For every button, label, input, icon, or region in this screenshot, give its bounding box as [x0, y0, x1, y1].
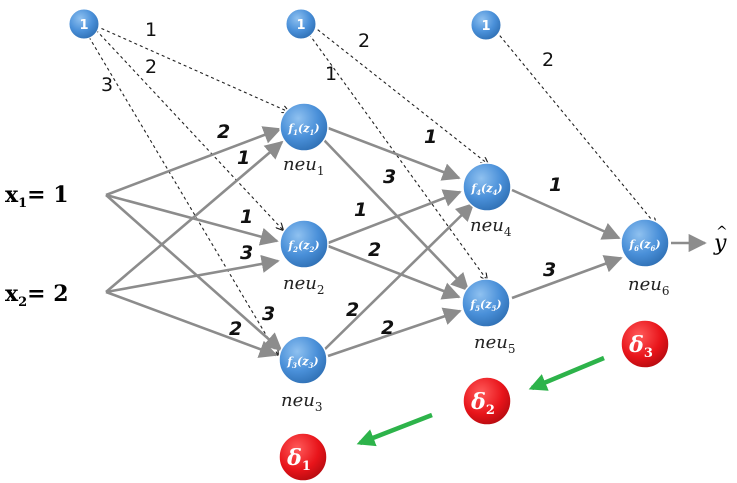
svg-text:f3(z3): f3(z3) — [286, 355, 318, 370]
weight-n2-n4: 1 — [354, 199, 367, 221]
svg-text:f4(z4): f4(z4) — [470, 182, 502, 197]
weight-n1-n5: 3 — [383, 166, 396, 188]
output-yhat: y — [713, 231, 727, 256]
delta-3: δ3 — [620, 319, 670, 369]
edge-b2-n5 — [308, 33, 487, 280]
solid-edges — [105, 126, 707, 358]
edge-b2-n4 — [312, 25, 488, 164]
weight-x1-n2: 1 — [240, 206, 253, 228]
bias-node-3: 1 — [470, 9, 502, 41]
weight-n2-n5: 2 — [368, 239, 381, 261]
edge-n4-n6 — [511, 188, 621, 240]
neuron-2-label: neu2 — [283, 273, 324, 297]
weight-b1-n1: 1 — [145, 19, 157, 41]
weight-b2-n5: 1 — [325, 63, 337, 85]
svg-text:δ2: δ2 — [470, 389, 495, 418]
weight-b1-n3: 3 — [101, 74, 113, 96]
bias-node-2: 1 — [285, 8, 317, 40]
weight-x2-n2: 3 — [240, 242, 253, 264]
backprop-arrow-d2-d1 — [356, 412, 433, 447]
bias-node-1-label: 1 — [79, 18, 88, 33]
edge-x1-n3 — [105, 194, 283, 352]
edge-b1-n2 — [95, 29, 283, 230]
delta-2: δ2 — [462, 376, 512, 426]
edge-x1-n1 — [105, 126, 282, 197]
weight-b1-n2: 2 — [145, 56, 157, 78]
weight-n3-n5: 2 — [381, 317, 394, 339]
neuron-1: f1(z1) — [279, 102, 329, 152]
weight-x2-n3: 2 — [229, 318, 242, 340]
neuron-3-label: neu3 — [281, 390, 322, 414]
neuron-1-fsub: 1 — [293, 128, 298, 137]
weight-n5-n6: 3 — [543, 259, 556, 281]
edge-n2-n4 — [327, 189, 462, 245]
neuron-1-zsub: 1 — [309, 128, 314, 137]
neuron-1-f: f — [287, 122, 295, 135]
edge-b1-n3 — [88, 36, 278, 355]
edge-n5-n6 — [511, 255, 623, 300]
svg-text:f5(z5): f5(z5) — [469, 298, 501, 313]
edge-n1-n4 — [327, 126, 461, 181]
svg-text:δ3: δ3 — [628, 332, 653, 361]
edge-n2-n5 — [327, 244, 461, 300]
backprop-arrow-d3-d2 — [528, 355, 605, 391]
bias-node-2-label: 1 — [296, 18, 305, 33]
bias-node-1: 1 — [68, 8, 100, 40]
svg-text:f6(z6): f6(z6) — [628, 238, 660, 253]
neuron-5: f5(z5) — [461, 278, 511, 328]
edge-n3-n5 — [327, 307, 462, 358]
edge-b1-n1 — [95, 25, 289, 112]
neuron-1-z: z — [302, 122, 310, 135]
weight-x2-n1: 1 — [237, 147, 250, 169]
neuron-3: f3(z3) — [278, 335, 328, 385]
neuron-2: f2(z2) — [279, 219, 329, 269]
svg-text:δ1: δ1 — [286, 445, 311, 474]
weight-x1-n1: 2 — [217, 121, 230, 143]
svg-text:f1(z1): f1(z1) — [287, 122, 319, 137]
weight-n3-n4: 2 — [346, 299, 359, 321]
weight-n1-n4: 1 — [424, 126, 437, 148]
delta-1: δ1 — [278, 432, 328, 482]
edge-n1-n5 — [322, 138, 470, 292]
neuron-4-label: neu4 — [470, 215, 512, 239]
input-x2: x2= 2 — [5, 281, 69, 310]
neuron-6: f6(z6) — [620, 218, 670, 268]
input-x1: x1= 1 — [5, 182, 69, 211]
output-hat: ^ — [716, 224, 728, 240]
neuron-6-label: neu6 — [628, 274, 669, 298]
neuron-1-label: neu1 — [283, 154, 324, 178]
weight-b3-n6: 2 — [542, 49, 554, 71]
bias-node-3-label: 1 — [481, 19, 490, 34]
neuron-5-label: neu5 — [474, 332, 515, 356]
svg-text:f2(z2): f2(z2) — [287, 239, 319, 254]
weight-b2-n4: 2 — [358, 30, 370, 52]
edge-x2-n1 — [105, 140, 284, 293]
bias-edges — [88, 25, 656, 355]
edge-b3-n6 — [495, 30, 656, 225]
edge-x2-n2 — [105, 254, 280, 294]
edge-n3-n4 — [322, 202, 475, 352]
neuron-4: f4(z4) — [462, 162, 512, 212]
weight-x1-n3: 3 — [262, 303, 275, 325]
edge-x2-n3 — [105, 290, 278, 358]
weight-n4-n6: 1 — [549, 174, 562, 196]
